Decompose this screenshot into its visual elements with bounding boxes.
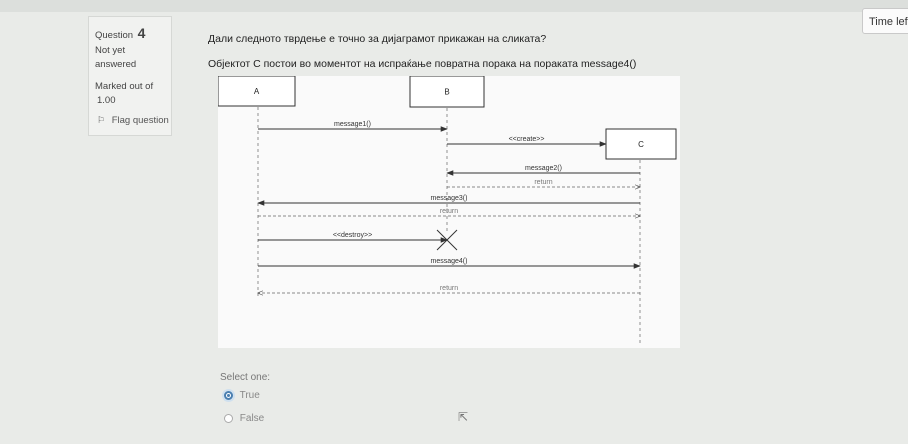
mouse-cursor-icon: ⇱: [458, 410, 469, 424]
object-c-label: C: [638, 140, 644, 149]
radio-true[interactable]: [224, 390, 233, 400]
object-c-box: [605, 128, 677, 160]
flag-question-label: Flag question: [111, 115, 169, 126]
object-b-label: B: [444, 88, 449, 97]
destroy-x-mark-2: [436, 229, 458, 251]
question-text: Дали следното тврдење е точно за дијагра…: [208, 33, 547, 45]
option-false[interactable]: False: [224, 413, 264, 424]
time-left-panel: Time left: [862, 8, 908, 34]
flag-question-link[interactable]: ⚐ Flag question: [97, 115, 169, 126]
question-label: Question 4: [95, 25, 146, 41]
message-label-6: return: [440, 208, 458, 215]
option-true[interactable]: True: [224, 390, 260, 401]
flag-icon: ⚐: [97, 115, 106, 125]
message-label-4: return: [534, 179, 552, 186]
marked-out-of-value: 1.00: [97, 95, 116, 106]
message-label-8: message4(): [431, 258, 468, 265]
object-a-box: [218, 76, 296, 107]
time-left-label: Time left: [869, 16, 908, 28]
message-label-9: return: [440, 285, 458, 292]
option-true-label: True: [239, 390, 260, 401]
message-label-3: message2(): [525, 165, 562, 172]
message-label-5: message3(): [431, 195, 468, 202]
question-statement: Објектот C постои во моментот на испраќа…: [208, 58, 637, 70]
option-false-label: False: [239, 413, 265, 424]
object-a-label: A: [254, 87, 260, 96]
object-b-box: [409, 76, 485, 108]
top-bar: [0, 0, 908, 12]
message-label-7: <<destroy>>: [333, 232, 372, 239]
question-state-line2: answered: [95, 59, 137, 70]
radio-false[interactable]: [224, 413, 233, 423]
question-number: 4: [137, 25, 146, 41]
question-info-panel: Question 4 Not yet answered Marked out o…: [88, 16, 172, 136]
select-one-label: Select one:: [220, 372, 271, 383]
marked-out-of-label: Marked out of: [95, 81, 154, 92]
message-label-1: message1(): [334, 121, 371, 128]
question-state: Not yet: [95, 45, 126, 56]
message-label-2: <<create>>: [509, 136, 545, 143]
